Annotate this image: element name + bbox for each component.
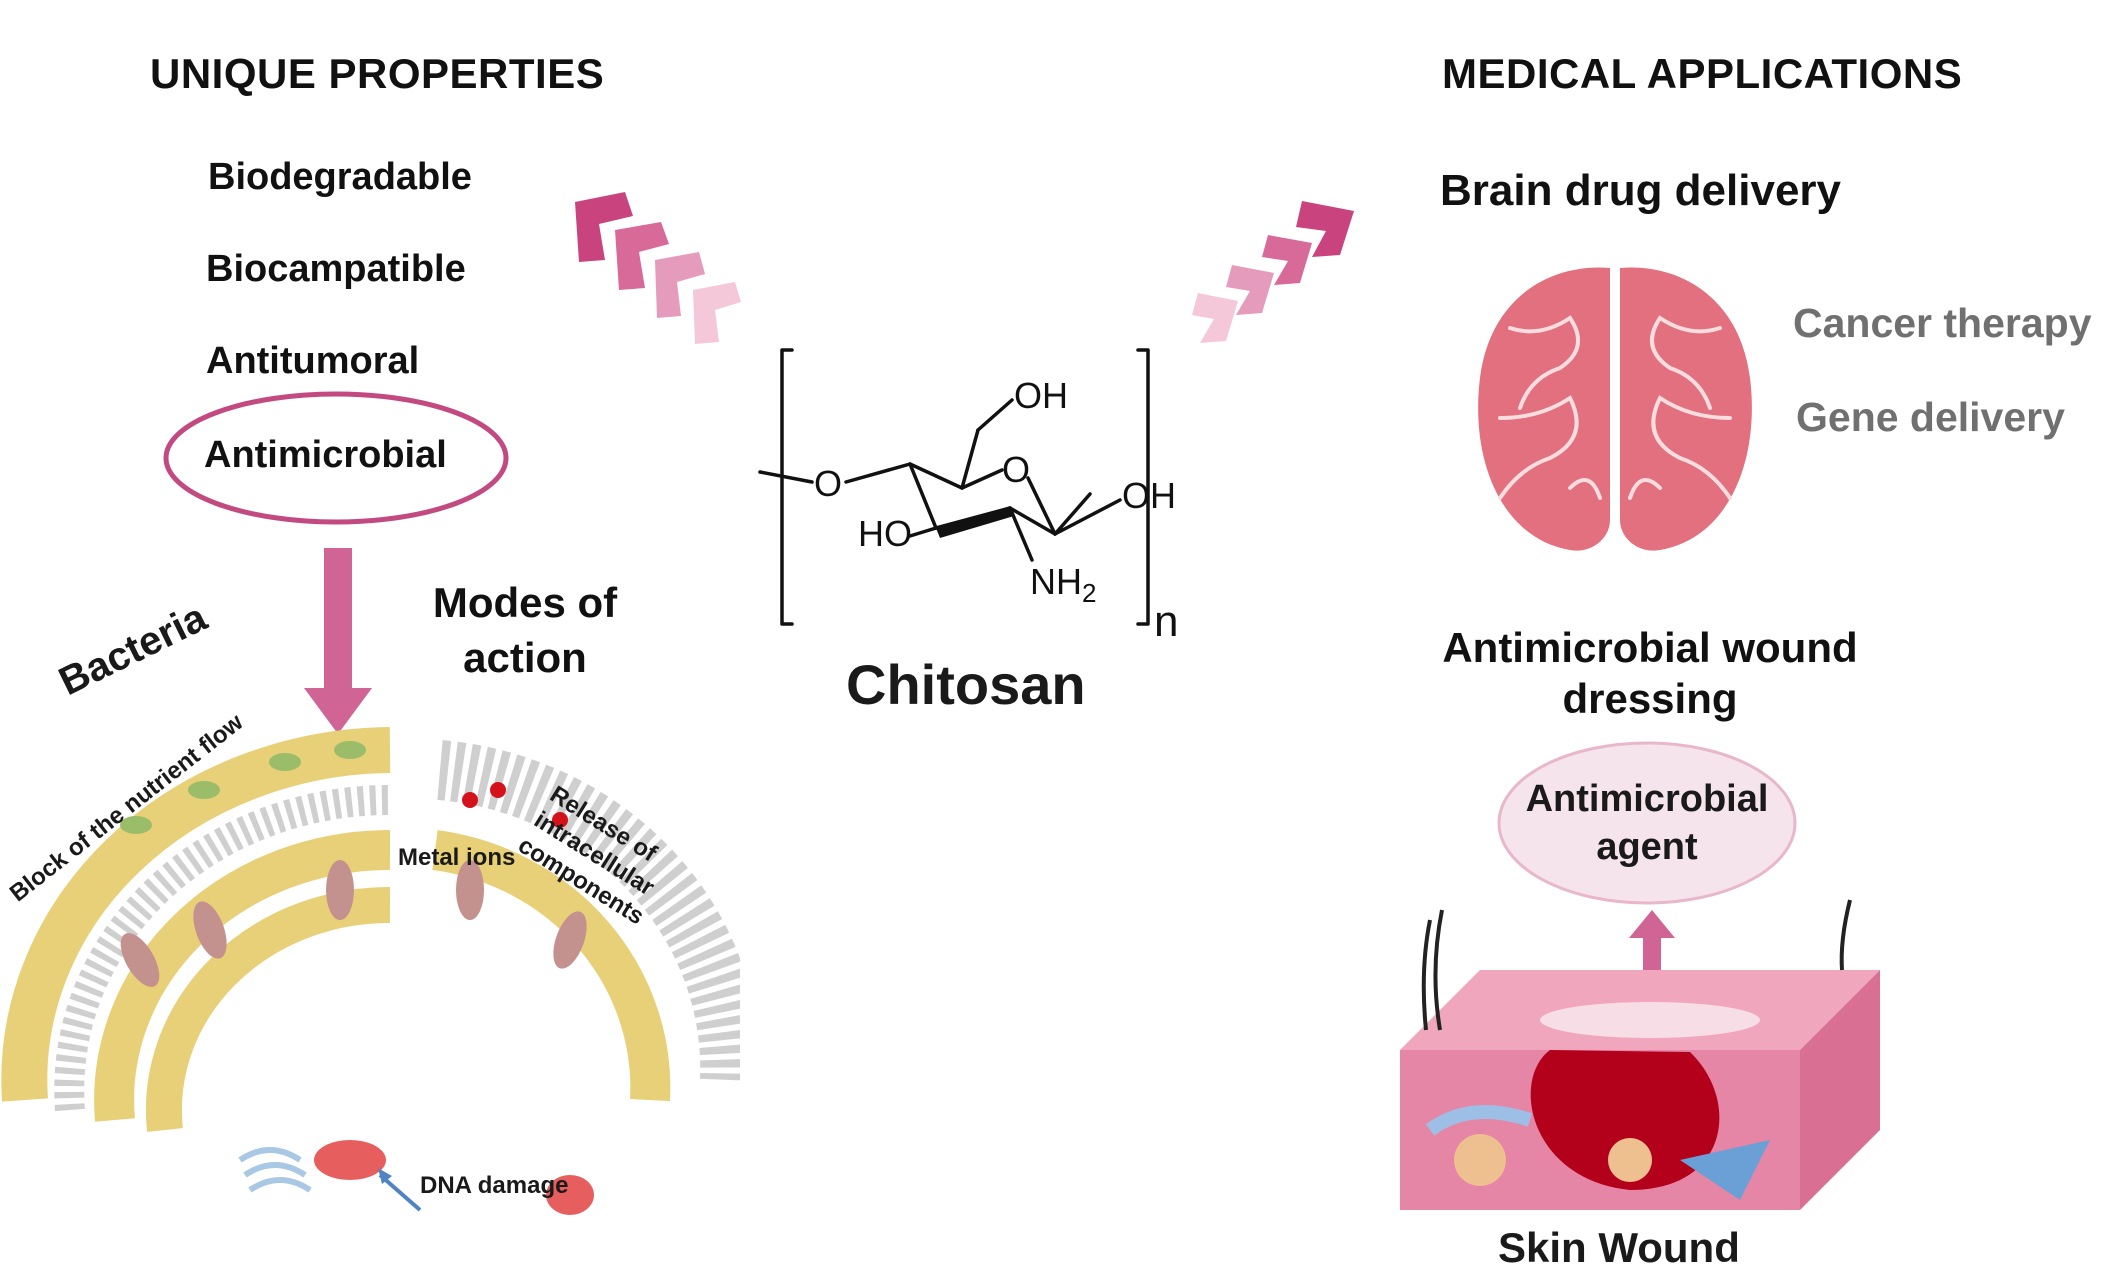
right-bracket: [1136, 348, 1150, 626]
property-biocompatible: Biocampatible: [206, 248, 466, 290]
chevron-left-4: [693, 282, 741, 344]
down-arrow-icon: [304, 548, 372, 734]
modes-of-action-label: Modes of action: [432, 579, 618, 681]
cancer-therapy-label: Cancer therapy: [1793, 300, 2092, 346]
skin-wound-label: Skin Wound: [1498, 1224, 1740, 1271]
chevron-right-1: [1192, 293, 1238, 343]
chevron-right-2: [1226, 265, 1274, 315]
chevrons-right-icon: [1192, 201, 1354, 343]
antimicrobial-agent-label: Antimicrobial agent: [1525, 778, 1769, 868]
bacteria-label: Bacteria: [52, 595, 214, 705]
bacteria-membrane-illustration: [1, 727, 740, 1215]
up-arrow-icon: [1629, 910, 1675, 1008]
brain-icon: [1478, 267, 1752, 551]
atom-oh-right: OH: [1122, 475, 1176, 516]
chevron-left-2: [615, 222, 669, 290]
chitosan-label: Chitosan: [846, 653, 1086, 716]
property-antimicrobial: Antimicrobial: [204, 434, 447, 476]
atom-o-link: O: [814, 463, 842, 504]
metal-ions-label: Metal ions: [398, 844, 516, 871]
property-biodegradable: Biodegradable: [208, 156, 472, 198]
antimicrobial-agent-ellipse: [1497, 741, 1797, 905]
atom-oh-top: OH: [1014, 375, 1068, 416]
left-bracket: [780, 348, 794, 626]
repeat-n: n: [1154, 597, 1178, 640]
atom-nh2: NH2: [1030, 561, 1096, 608]
skin-wound-box: [1400, 899, 1880, 1210]
dna-damage-label: DNA damage: [420, 1172, 569, 1199]
chevron-left-1: [575, 192, 633, 262]
chevron-right-3: [1262, 235, 1312, 285]
chevron-right-4: [1296, 201, 1354, 257]
wound-dressing-title: Antimicrobial wound dressing: [1442, 624, 1858, 723]
property-antitumoral: Antitumoral: [206, 340, 420, 382]
gene-delivery-label: Gene delivery: [1796, 394, 2065, 440]
atom-ho-left: HO: [858, 513, 912, 554]
unique-properties-heading: UNIQUE PROPERTIES: [150, 50, 605, 97]
chevron-left-3: [655, 252, 705, 318]
chitosan-structure: OH O O OH HO NH2 n: [758, 348, 1178, 640]
chevrons-left-icon: [575, 192, 741, 344]
medical-applications-heading: MEDICAL APPLICATIONS: [1442, 50, 1963, 97]
antimicrobial-ellipse: [163, 391, 509, 525]
atom-o-ring: O: [1002, 449, 1030, 490]
brain-drug-delivery-title: Brain drug delivery: [1440, 166, 1842, 215]
